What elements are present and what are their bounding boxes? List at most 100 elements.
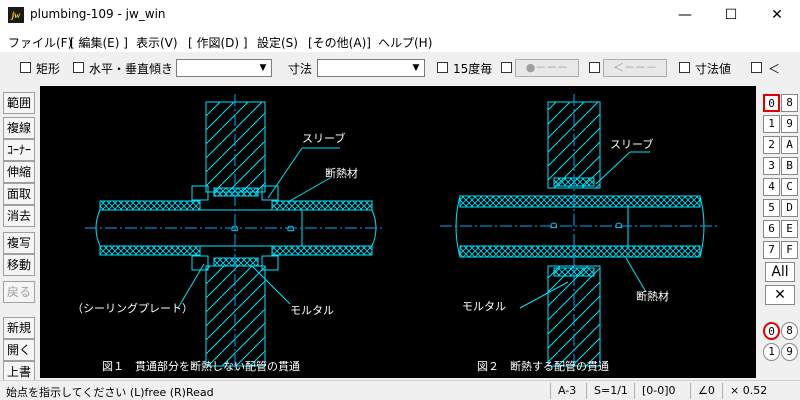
mark-d-1a: D: [231, 225, 241, 232]
tool-range[interactable]: 範囲: [3, 92, 35, 114]
layer-5[interactable]: 5: [763, 199, 780, 217]
deg15-label: 15度毎: [453, 62, 493, 76]
chevron-down-icon: ▼: [412, 63, 420, 73]
figure-2: [440, 94, 720, 371]
insul-bot-right: [271, 245, 373, 256]
tool-chamfer[interactable]: 面取: [3, 183, 35, 205]
status-scale[interactable]: S=1/1: [594, 384, 628, 397]
layer-e[interactable]: E: [781, 220, 798, 238]
layer-7[interactable]: 7: [763, 241, 780, 259]
tool-move[interactable]: 移動: [3, 254, 35, 276]
dimval-checkbox[interactable]: [679, 62, 690, 73]
mortar-bottom: [213, 257, 259, 267]
status-divider: [586, 383, 587, 399]
tool-corner[interactable]: ｺｰﾅｰ: [3, 139, 35, 161]
minimize-button[interactable]: —: [678, 7, 692, 23]
layer-2[interactable]: 2: [763, 136, 780, 154]
label-mortar-2: モルタル: [462, 300, 506, 313]
layer-6[interactable]: 6: [763, 220, 780, 238]
lt-label: ＜: [768, 62, 781, 76]
layer-group-8[interactable]: 8: [781, 322, 798, 340]
hv-checkbox[interactable]: [73, 62, 84, 73]
tool-copy[interactable]: 複写: [3, 232, 35, 254]
tilt-combo[interactable]: ▼: [176, 59, 272, 77]
app-icon: jw: [8, 7, 24, 23]
dim-label: 寸法: [288, 62, 313, 76]
layer-3[interactable]: 3: [763, 157, 780, 175]
label-insulation-1: 断熱材: [325, 166, 358, 180]
layer-close-icon[interactable]: ✕: [765, 285, 795, 305]
status-divider: [550, 383, 551, 399]
tool-erase[interactable]: 消去: [3, 205, 35, 227]
layer-9[interactable]: 9: [781, 115, 798, 133]
tool-parallel[interactable]: 複線: [3, 117, 35, 139]
drawing-svg: スリーブ 断熱材 （シーリングプレート） モルタル スリーブ モルタル 断熱材 …: [72, 94, 720, 373]
toolbar: 矩形 水平・垂直 傾き ▼ 寸法 ▼ 15度毎 ●－－－ ＜－－－ 寸法値 ＜: [0, 55, 800, 81]
status-bar: 始点を指示してください (L)free (R)Read A-3 S=1/1 [0…: [0, 380, 800, 400]
caption-figure-2: 図２ 断熱する配管の貫通: [477, 359, 609, 373]
mark-d-2a: D: [550, 222, 560, 229]
hv-label: 水平・垂直: [89, 62, 150, 76]
layer-all-button[interactable]: All: [765, 262, 795, 282]
menu-draw[interactable]: [ 作図(D) ]: [188, 36, 248, 50]
status-paper[interactable]: A-3: [558, 384, 577, 397]
rect-label: 矩形: [36, 62, 61, 76]
btn1-checkbox[interactable]: [501, 62, 512, 73]
layer-group-1[interactable]: 1: [763, 343, 780, 361]
btn2-checkbox[interactable]: [589, 62, 600, 73]
status-divider: [722, 383, 723, 399]
title-bar: jw plumbing-109 - jw_win — ☐ ✕: [0, 0, 800, 30]
insul-top-right: [271, 200, 373, 211]
layer-f[interactable]: F: [781, 241, 798, 259]
status-divider: [634, 383, 635, 399]
rect-checkbox[interactable]: [20, 62, 31, 73]
status-zoom[interactable]: × 0.52: [730, 384, 768, 397]
dim-combo[interactable]: ▼: [317, 59, 425, 77]
status-layer[interactable]: [0-0]0: [642, 384, 676, 397]
window-title: plumbing-109 - jw_win: [30, 7, 166, 21]
close-button[interactable]: ✕: [771, 7, 783, 23]
maximize-button[interactable]: ☐: [724, 7, 738, 23]
tool-new[interactable]: 新規: [3, 317, 35, 339]
status-angle[interactable]: ∠0: [698, 384, 715, 397]
label-mortar-1: モルタル: [290, 304, 334, 317]
mark-d-1b: D: [287, 225, 297, 232]
layer-c[interactable]: C: [781, 178, 798, 196]
layer-0[interactable]: 0: [763, 94, 780, 112]
layer-group-0[interactable]: 0: [763, 322, 780, 340]
arrow-line-button[interactable]: ＜－－－: [603, 59, 667, 77]
insul2-bottom: [459, 245, 701, 258]
insul2-top: [459, 195, 701, 208]
label-sleeve-2: スリーブ: [610, 137, 653, 151]
status-message: 始点を指示してください (L)free (R)Read: [6, 386, 214, 399]
tool-undo[interactable]: 戻る: [3, 281, 35, 303]
layer-1[interactable]: 1: [763, 115, 780, 133]
left-toolbar: 範囲 複線 ｺｰﾅｰ 伸縮 面取 消去 複写 移動 戻る 新規 開く 上書: [0, 86, 38, 383]
label-insulation-2: 断熱材: [636, 289, 669, 303]
menu-file[interactable]: ファイル(F): [8, 36, 73, 50]
layer-8[interactable]: 8: [781, 94, 798, 112]
insul-top-left: [99, 200, 201, 211]
mortar-top: [213, 187, 259, 197]
menu-help[interactable]: ヘルプ(H): [378, 36, 433, 50]
deg15-checkbox[interactable]: [437, 62, 448, 73]
tool-open[interactable]: 開く: [3, 339, 35, 361]
menu-settings[interactable]: 設定(S): [257, 36, 298, 50]
menu-view[interactable]: 表示(V): [136, 36, 178, 50]
menu-other[interactable]: [その他(A)]: [308, 36, 371, 50]
layer-4[interactable]: 4: [763, 178, 780, 196]
tool-overwrite[interactable]: 上書: [3, 361, 35, 383]
menu-edit[interactable]: [ 編集(E) ]: [70, 36, 128, 50]
tilt-label: 傾き: [149, 62, 174, 76]
drawing-canvas[interactable]: スリーブ 断熱材 （シーリングプレート） モルタル スリーブ モルタル 断熱材 …: [40, 86, 756, 378]
menu-bar: ファイル(F) [ 編集(E) ] 表示(V) [ 作図(D) ] 設定(S) …: [0, 30, 800, 52]
circle-line-button[interactable]: ●－－－: [515, 59, 579, 77]
layer-group-9[interactable]: 9: [781, 343, 798, 361]
layer-d[interactable]: D: [781, 199, 798, 217]
layer-b[interactable]: B: [781, 157, 798, 175]
status-divider: [690, 383, 691, 399]
layer-panel: 0 8 1 9 2 A 3 B 4 C 5 D 6 E 7 F All ✕ 0 …: [760, 86, 800, 380]
layer-a[interactable]: A: [781, 136, 798, 154]
tool-extend[interactable]: 伸縮: [3, 161, 35, 183]
lt-checkbox[interactable]: [751, 62, 762, 73]
